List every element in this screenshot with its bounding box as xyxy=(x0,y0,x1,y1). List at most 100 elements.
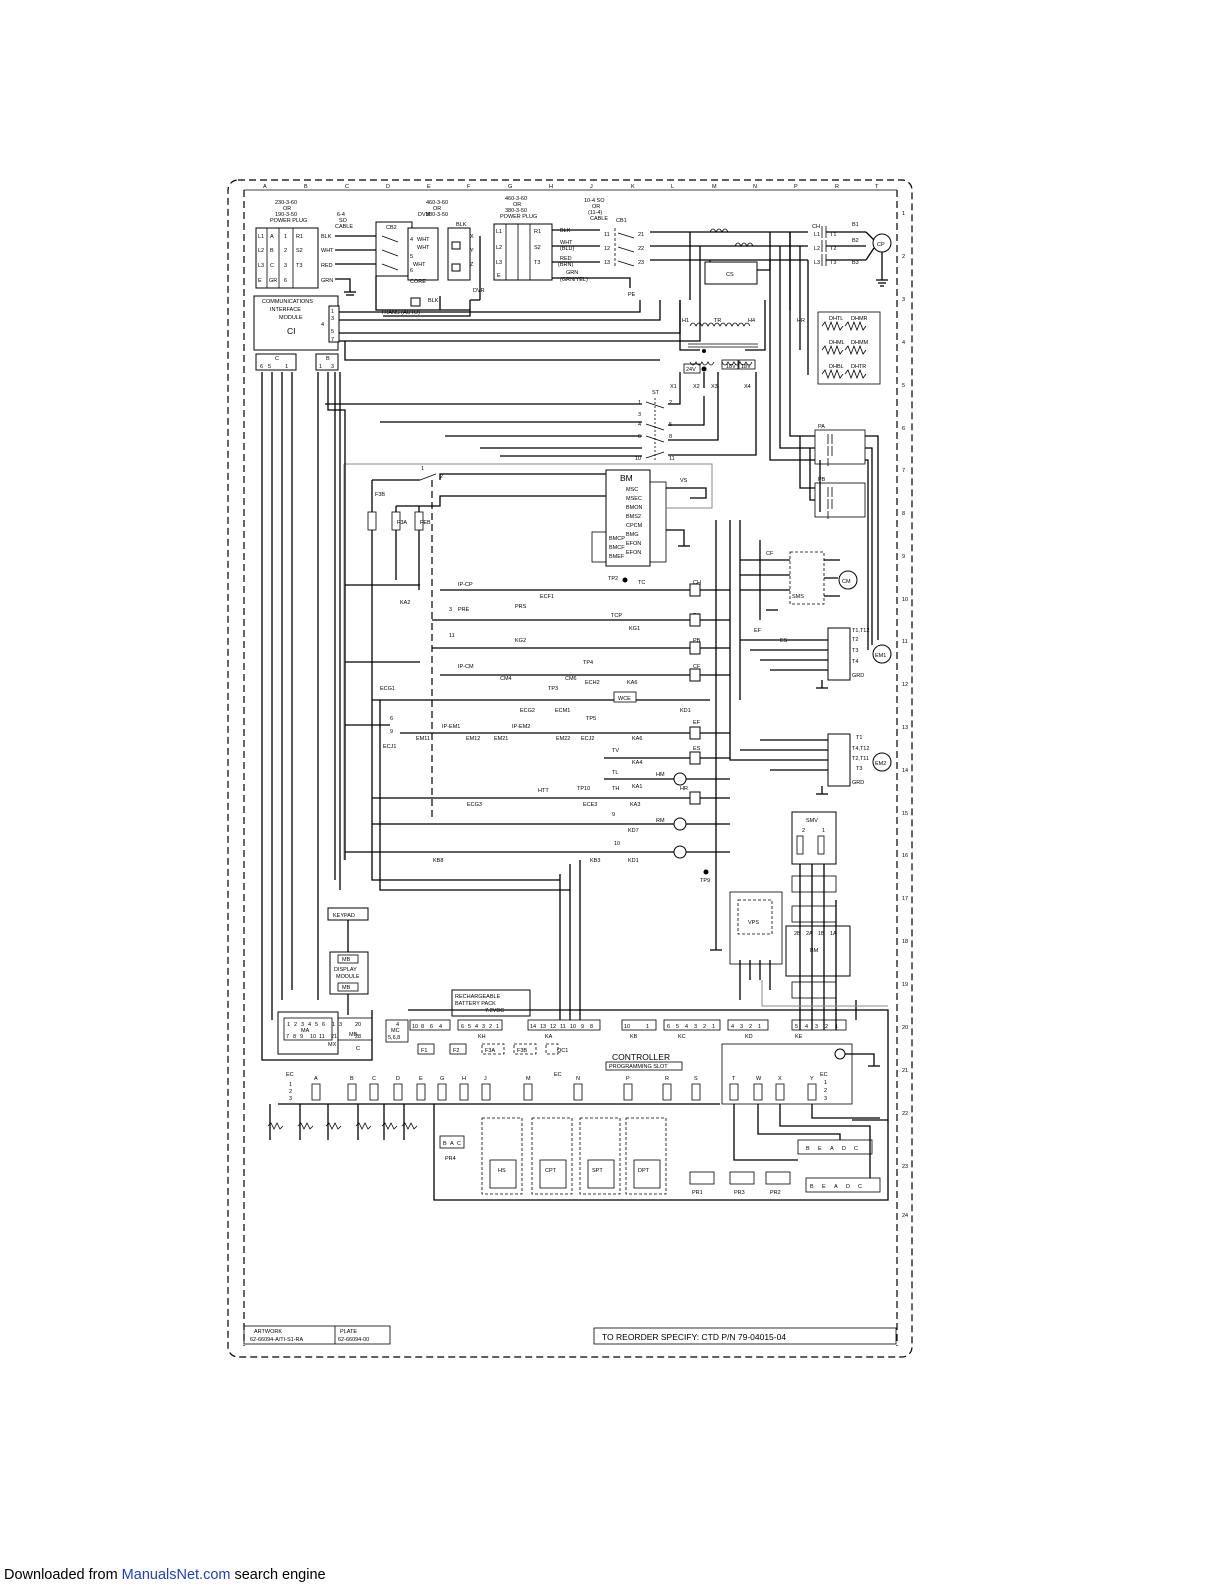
svg-text:GRD: GRD xyxy=(852,673,864,679)
svg-text:190-3-50: 190-3-50 xyxy=(275,212,297,218)
svg-text:5: 5 xyxy=(468,1024,471,1030)
svg-text:SPT: SPT xyxy=(592,1168,603,1174)
svg-text:TP2: TP2 xyxy=(608,576,618,582)
svg-text:B: B xyxy=(806,1146,810,1152)
svg-text:WHT: WHT xyxy=(560,240,573,246)
svg-text:5: 5 xyxy=(795,1024,798,1030)
col-t: T xyxy=(875,184,879,190)
svg-text:KA6: KA6 xyxy=(627,680,637,686)
svg-text:460-3-60: 460-3-60 xyxy=(505,196,527,202)
svg-text:22: 22 xyxy=(638,246,644,252)
smv-vps-bm: SMV 2 1 BM 2B 2A 1B 1A VPS xyxy=(710,520,888,1030)
footer-suffix: search engine xyxy=(230,1567,326,1583)
svg-text:A: A xyxy=(314,1076,318,1082)
svg-text:6: 6 xyxy=(902,426,905,432)
svg-text:EC: EC xyxy=(820,1072,828,1078)
svg-text:3: 3 xyxy=(638,412,641,418)
svg-text:7: 7 xyxy=(331,337,334,343)
svg-text:4: 4 xyxy=(439,1024,442,1030)
svg-text:BLK: BLK xyxy=(321,234,332,240)
svg-text:10: 10 xyxy=(614,841,620,847)
svg-text:2: 2 xyxy=(489,1024,492,1030)
svg-text:X3: X3 xyxy=(711,384,718,390)
svg-text:R1: R1 xyxy=(534,229,541,235)
svg-text:B: B xyxy=(443,1141,447,1147)
svg-text:5: 5 xyxy=(315,1022,318,1028)
svg-text:CP: CP xyxy=(877,242,885,248)
svg-text:C: C xyxy=(356,1046,360,1052)
svg-text:KA1: KA1 xyxy=(632,784,642,790)
svg-text:PRE: PRE xyxy=(458,607,470,613)
svg-text:X2: X2 xyxy=(693,384,700,390)
svg-text:4: 4 xyxy=(902,340,905,346)
svg-text:KEYPAD: KEYPAD xyxy=(333,913,355,919)
svg-text:BATTERY PACK: BATTERY PACK xyxy=(455,1001,496,1007)
contactors-pa-pb: PA PB xyxy=(769,232,879,650)
svg-text:H1: H1 xyxy=(682,318,689,324)
svg-text:T3: T3 xyxy=(852,648,858,654)
evaporator-motors: EF ES EM1 T1,T12 T2 T3 T4 GRD EM2 T1 T4,… xyxy=(729,520,892,795)
svg-text:4: 4 xyxy=(731,1024,734,1030)
svg-text:ECH2: ECH2 xyxy=(585,680,600,686)
svg-text:6: 6 xyxy=(461,1024,464,1030)
svg-text:TP3: TP3 xyxy=(548,686,558,692)
svg-text:6: 6 xyxy=(638,434,641,440)
svg-text:1: 1 xyxy=(902,211,905,217)
column-letters: A B C D E F G H J K L M N P R T xyxy=(263,184,879,190)
svg-text:R: R xyxy=(665,1076,669,1082)
svg-text:6: 6 xyxy=(410,268,413,274)
svg-text:ECG1: ECG1 xyxy=(380,686,395,692)
svg-text:10: 10 xyxy=(635,456,641,462)
svg-text:KD7: KD7 xyxy=(628,828,639,834)
svg-text:8: 8 xyxy=(669,434,672,440)
manualsnet-link[interactable]: ManualsNet.com xyxy=(121,1567,231,1583)
svg-text:KA4: KA4 xyxy=(632,760,642,766)
svg-text:ES: ES xyxy=(780,638,788,644)
svg-text:16: 16 xyxy=(902,853,908,859)
row-numbers: 1 2 3 4 5 6 7 8 9 10 11 12 13 14 15 16 1… xyxy=(902,211,908,1219)
svg-text:6: 6 xyxy=(430,1024,433,1030)
svg-text:2: 2 xyxy=(669,400,672,406)
svg-text:A: A xyxy=(830,1146,834,1152)
svg-text:CONTROLLER: CONTROLLER xyxy=(612,1052,670,1062)
svg-text:8: 8 xyxy=(421,1024,424,1030)
svg-text:3: 3 xyxy=(449,607,452,613)
svg-text:1: 1 xyxy=(331,309,334,315)
col-n: N xyxy=(753,184,757,190)
svg-text:DHTR: DHTR xyxy=(851,364,866,370)
svg-text:KD: KD xyxy=(745,1034,753,1040)
svg-text:CB1: CB1 xyxy=(616,218,627,224)
svg-text:10: 10 xyxy=(624,1024,630,1030)
svg-text:VS: VS xyxy=(680,478,688,484)
svg-text:TCP: TCP xyxy=(611,613,622,619)
svg-text:CM6: CM6 xyxy=(565,676,577,682)
svg-text:E: E xyxy=(497,273,501,279)
col-j: J xyxy=(590,184,593,190)
svg-text:ECG3: ECG3 xyxy=(467,802,482,808)
svg-text:E: E xyxy=(419,1076,423,1082)
svg-text:9: 9 xyxy=(300,1034,303,1040)
svg-text:6: 6 xyxy=(667,1024,670,1030)
svg-text:PRS: PRS xyxy=(515,604,527,610)
svg-text:3: 3 xyxy=(815,1024,818,1030)
svg-text:T3: T3 xyxy=(830,260,836,266)
svg-text:F2: F2 xyxy=(453,1048,459,1054)
svg-text:B: B xyxy=(810,1184,814,1190)
svg-text:4: 4 xyxy=(308,1022,311,1028)
svg-text:62-66094-00: 62-66094-00 xyxy=(338,1337,369,1343)
svg-text:Y: Y xyxy=(810,1076,814,1082)
svg-text:3: 3 xyxy=(339,1022,342,1028)
svg-text:3: 3 xyxy=(331,316,334,322)
svg-text:X1: X1 xyxy=(670,384,677,390)
svg-text:F3A: F3A xyxy=(397,520,407,526)
svg-text:X: X xyxy=(470,234,474,240)
svg-text:2B: 2B xyxy=(794,931,801,937)
svg-text:T: T xyxy=(732,1076,736,1082)
svg-text:1: 1 xyxy=(289,1082,292,1088)
svg-text:2: 2 xyxy=(703,1024,706,1030)
svg-text:DHBL: DHBL xyxy=(829,364,844,370)
svg-text:S2: S2 xyxy=(296,248,303,254)
svg-text:T2: T2 xyxy=(830,246,836,252)
svg-text:380-3-50: 380-3-50 xyxy=(426,212,448,218)
svg-text:G: G xyxy=(440,1076,444,1082)
